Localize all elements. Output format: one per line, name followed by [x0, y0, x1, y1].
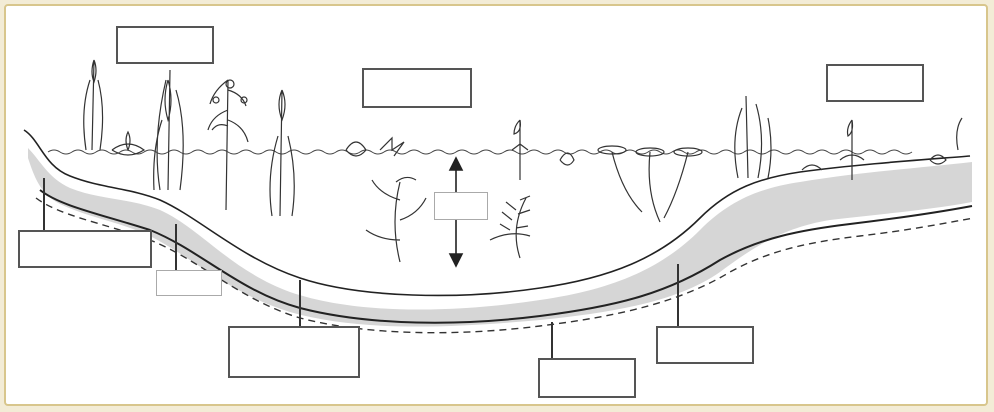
- label-box-top-left[interactable]: [116, 26, 214, 64]
- label-box-left-small[interactable]: [156, 270, 222, 296]
- water-surface: [48, 150, 912, 154]
- label-box-bottom-left[interactable]: [228, 326, 360, 378]
- sediment-layer: [28, 148, 972, 327]
- label-box-bottom-center[interactable]: [538, 358, 636, 398]
- label-box-top-right[interactable]: [826, 64, 924, 102]
- label-box-bottom-right[interactable]: [656, 326, 754, 364]
- label-box-top-center[interactable]: [362, 68, 472, 108]
- label-box-depth[interactable]: [434, 192, 488, 220]
- label-box-left-bank[interactable]: [18, 230, 152, 268]
